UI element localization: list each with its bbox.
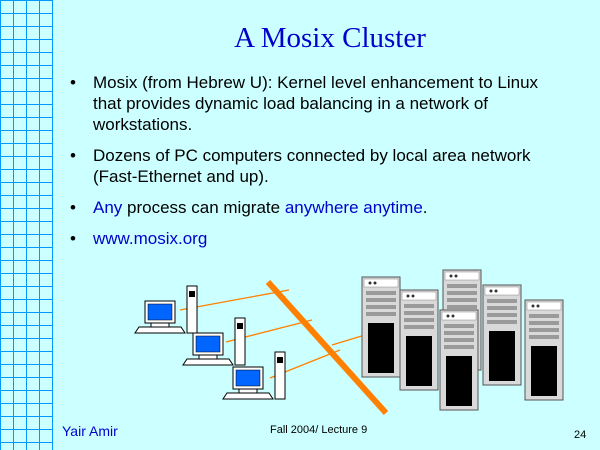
bullet-item: • Mosix (from Hebrew U): Kernel level en… [70, 72, 570, 135]
server-icon [439, 309, 479, 411]
bullet-text: Mosix (from Hebrew U): Kernel level enha… [93, 73, 539, 134]
bullet-dot: • [70, 229, 76, 248]
bullet-list: • Mosix (from Hebrew U): Kernel level en… [70, 72, 570, 259]
server-icon [361, 276, 401, 378]
grid-decoration [0, 0, 52, 450]
server-icon [524, 299, 564, 401]
mosix-link[interactable]: www.mosix.org [93, 229, 208, 248]
bullet-item: • Any process can migrate anywhere anyti… [70, 197, 570, 218]
footer-course: Fall 2004/ Lecture 9 [270, 424, 368, 436]
bullet-dot: • [70, 198, 76, 217]
bullet-text: process can migrate [122, 198, 285, 217]
highlight-any: Any [93, 198, 123, 217]
page-number: 24 [574, 429, 587, 441]
bullet-text: Dozens of PC computers connected by loca… [93, 146, 531, 186]
bullet-item: • www.mosix.org [70, 228, 570, 249]
server-icon [399, 289, 439, 391]
network-bus [265, 279, 389, 416]
bullet-text-end: . [422, 198, 428, 217]
workstation-icon [134, 285, 198, 334]
grid-edge-line [52, 0, 53, 450]
server-icon [482, 284, 522, 386]
workstation-icon [222, 351, 286, 400]
bullet-dot: • [70, 146, 76, 165]
highlight-anywhere-anytime: anywhere anytime [284, 198, 423, 217]
bullet-dot: • [70, 73, 76, 92]
footer-author: Yair Amir [62, 423, 118, 439]
bullet-item: • Dozens of PC computers connected by lo… [70, 145, 570, 187]
slide-title: A Mosix Cluster [234, 22, 426, 54]
